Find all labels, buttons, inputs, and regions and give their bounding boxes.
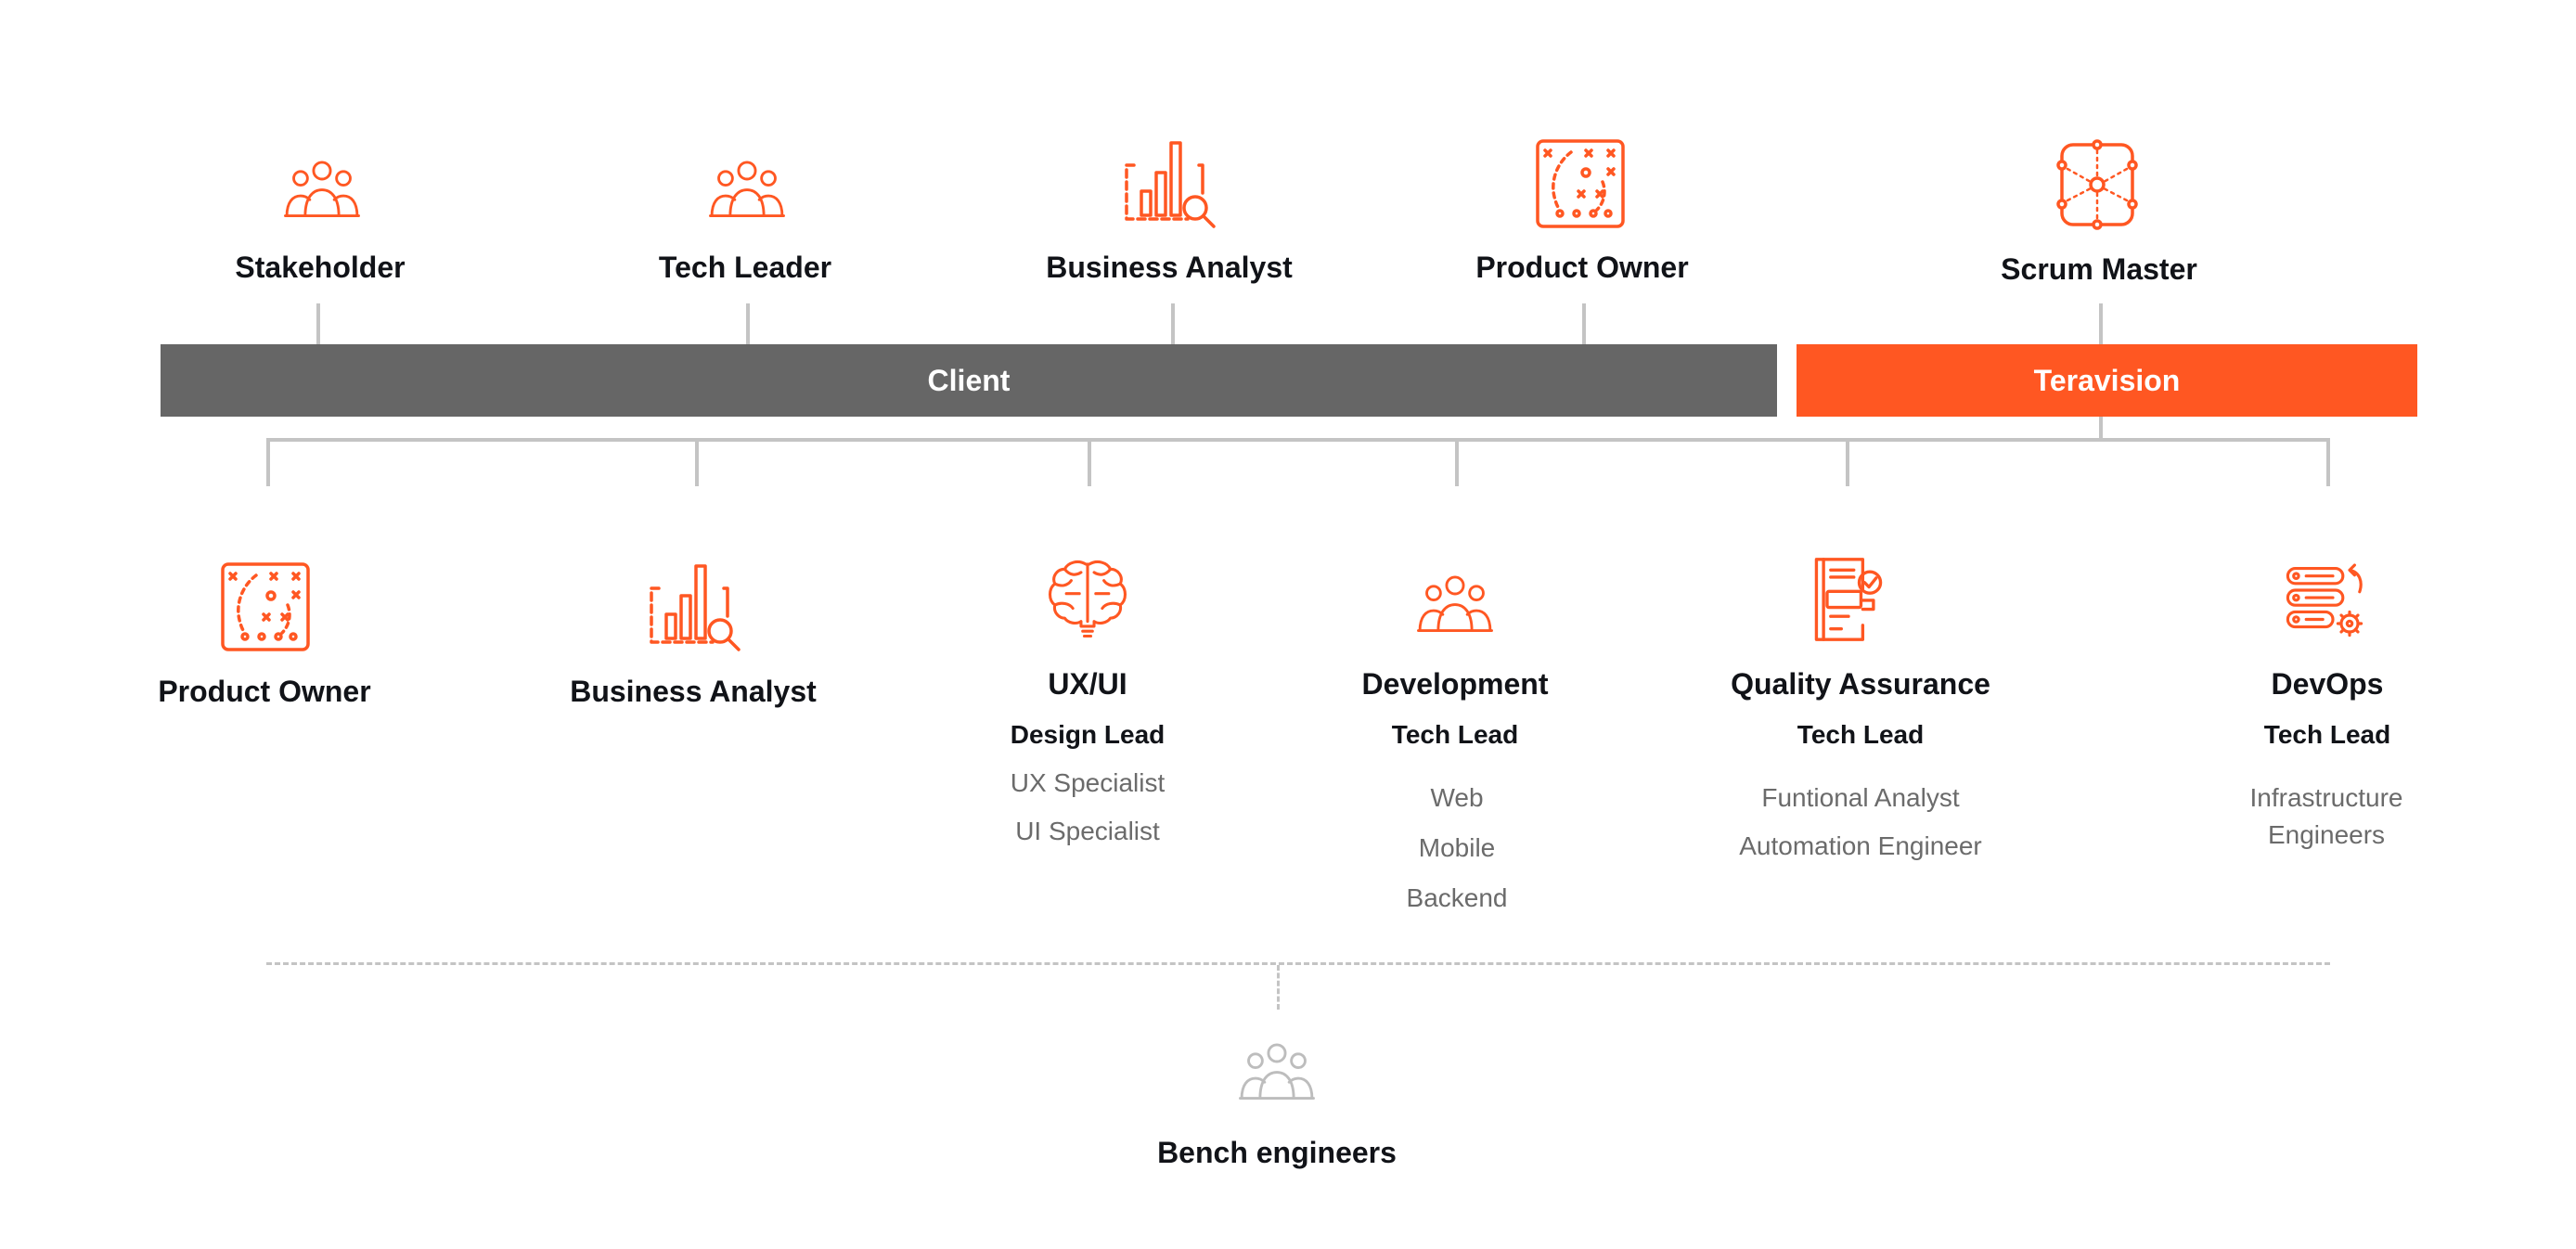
scrum-network-icon [2051,137,2144,230]
lead-label: Tech Lead [2263,720,2391,749]
analytics-chart-icon [648,560,741,653]
client-bar: Client [161,344,1777,417]
bench-dashed-connector [1277,965,1280,1010]
top-role-label: Scrum Master [2001,252,2197,286]
team-member-label: Web [1430,783,1484,812]
lead-label: Design Lead [1010,720,1166,749]
connector-line [266,438,270,486]
people-group-icon [276,153,368,218]
connector-line [1088,438,1091,486]
team-member-label: Automation Engineer [1739,831,1982,860]
connector-line [2099,417,2103,440]
connector-line [1846,438,1849,486]
teravision-bar-label: Teravision [2033,363,2181,397]
checklist-document-icon [1804,554,1893,643]
client-bar-label: Client [927,363,1011,397]
top-role-label: Business Analyst [1046,251,1293,284]
top-role-label: Stakeholder [235,251,406,284]
connector-line [2326,438,2330,486]
strategy-board-icon [219,560,312,653]
connector-line [1171,303,1175,344]
team-role-label: Development [1361,667,1549,701]
team-role-label: Business Analyst [570,675,817,708]
top-role-label: Product Owner [1475,251,1689,284]
team-member-label: UX Specialist [1010,768,1166,797]
brain-lightbulb-icon [1047,554,1128,643]
people-group-icon [1409,568,1501,633]
bench-dashed-line [266,962,2330,965]
connector-line [695,438,699,486]
connector-line [746,303,750,344]
team-member-label: UI Specialist [1015,817,1160,845]
bench-label: Bench engineers [1157,1136,1397,1169]
team-role-label: Quality Assurance [1731,667,1990,701]
team-role-label: Product Owner [158,675,371,708]
team-member-label: Backend [1406,883,1508,912]
team-member-label: Infrastructure Engineers [2249,783,2403,849]
connector-line [2099,303,2103,344]
lead-label: Tech Lead [1391,720,1519,749]
people-group-icon [1230,1036,1323,1101]
analytics-chart-icon [1123,137,1216,230]
team-role-label: UX/UI [1048,667,1127,701]
teravision-bar: Teravision [1797,344,2417,417]
team-member-label: Mobile [1418,833,1496,862]
team-role-label: DevOps [2271,667,2384,701]
people-group-icon [701,153,793,218]
team-member-label: Funtional Analyst [1761,783,1960,812]
connector-line [266,438,2330,442]
top-role-label: Tech Leader [658,251,832,284]
connector-line [1455,438,1459,486]
lead-label: Tech Lead [1797,720,1925,749]
connector-line [1582,303,1586,344]
strategy-board-icon [1534,137,1627,230]
connector-line [316,303,320,344]
server-gear-icon [2278,557,2371,640]
